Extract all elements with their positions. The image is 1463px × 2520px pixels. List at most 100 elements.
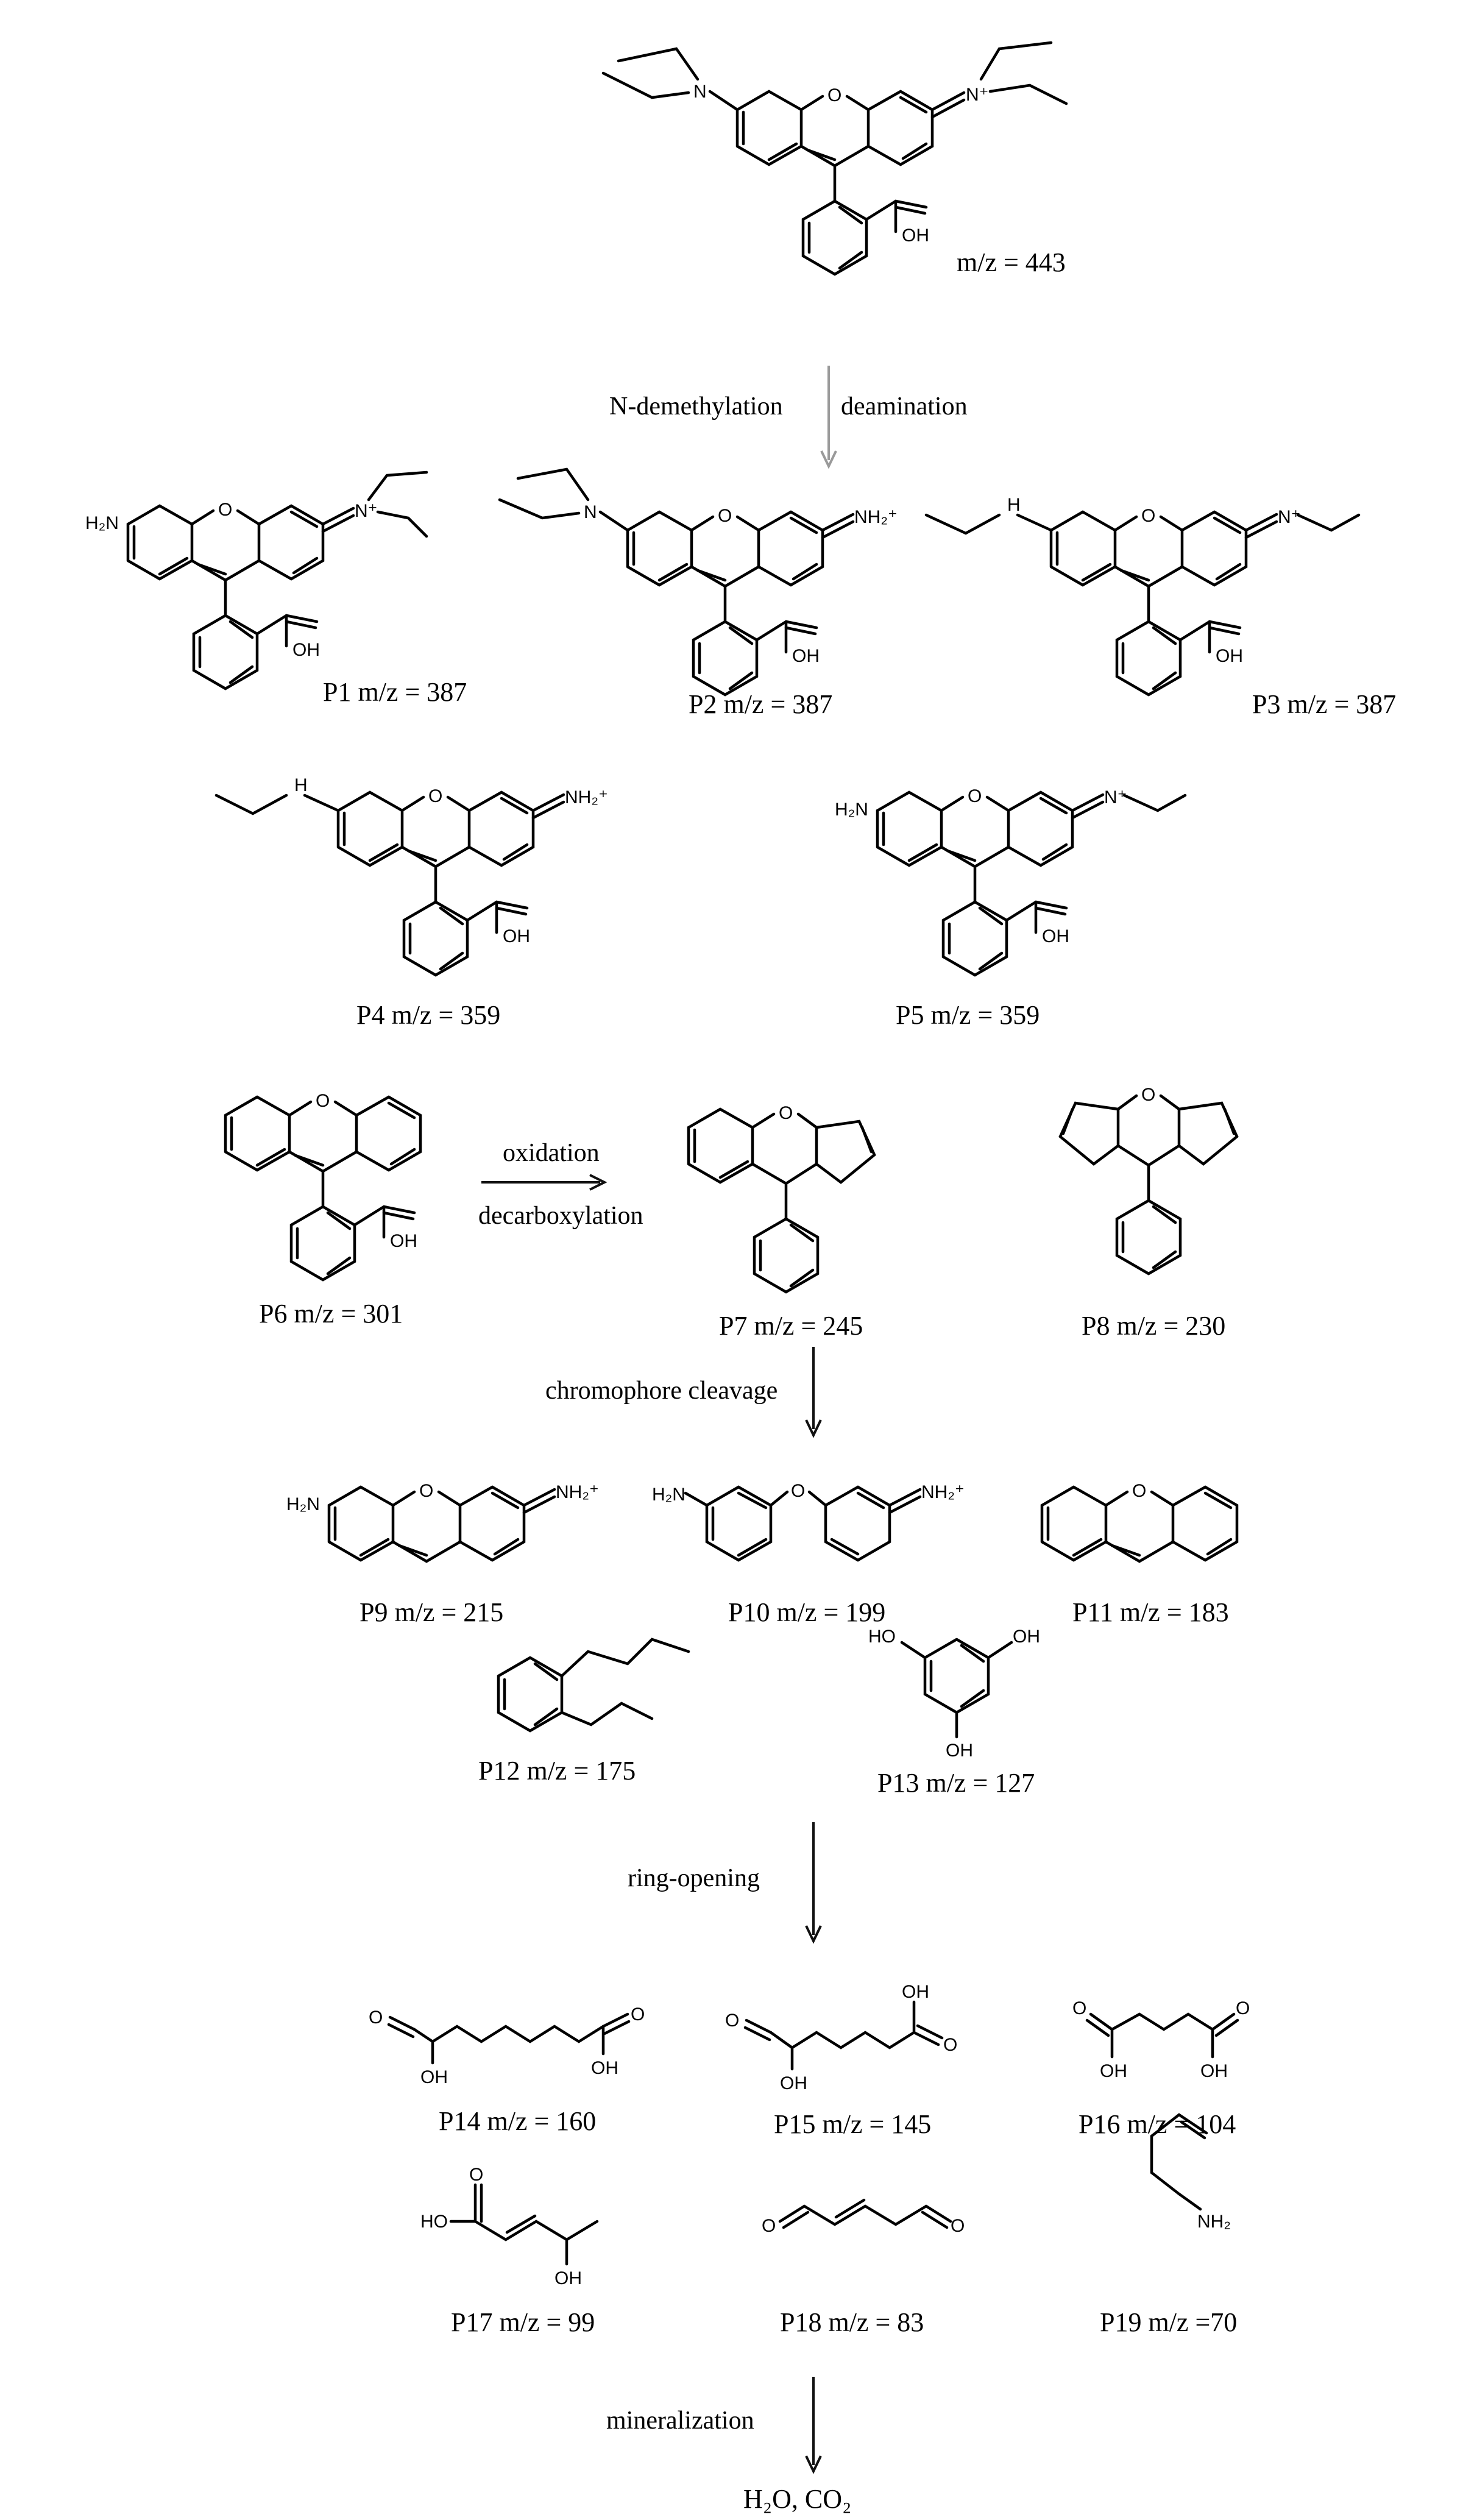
step-decarboxylation: decarboxylation xyxy=(478,1202,643,1230)
atom-n: N xyxy=(584,502,597,522)
atom-o-right: O xyxy=(943,2035,957,2055)
label-p12: P12 m/z = 175 xyxy=(478,1756,636,1786)
step-mineralization: mineralization xyxy=(606,2407,754,2435)
arrowhead-ring-opening xyxy=(805,1925,822,1944)
structure-p2: O OH N NH₂⁺ P2 m/z = 387 xyxy=(498,467,898,719)
atom-oh-bottom: OH xyxy=(946,1741,973,1761)
atom-nh2-plus: NH₂⁺ xyxy=(921,1482,965,1502)
structure-p11: O P11 m/z = 183 xyxy=(1042,1481,1237,1627)
atom-o: O xyxy=(791,1481,805,1501)
label-p7: P7 m/z = 245 xyxy=(719,1311,863,1341)
structure-p4: O OH H NH₂⁺ P4 m/z = 359 xyxy=(214,775,608,1030)
label-p9: P9 m/z = 215 xyxy=(360,1597,503,1627)
structure-p3: O OH H N⁺ P3 m/z = 387 xyxy=(924,495,1396,719)
atom-oh: OH xyxy=(902,225,929,246)
atom-oh-left: OH xyxy=(420,2067,448,2087)
atom-n-plus: N⁺ xyxy=(966,85,989,105)
structure-p6: O OH P6 m/z = 301 xyxy=(225,1091,420,1329)
label-p2: P2 m/z = 387 xyxy=(689,689,832,719)
label-p3: P3 m/z = 387 xyxy=(1252,689,1396,719)
arrowhead-oxidation xyxy=(589,1174,608,1191)
label-p14: P14 m/z = 160 xyxy=(439,2106,596,2136)
atom-o-left: O xyxy=(369,2007,383,2028)
atom-o-right: O xyxy=(951,2216,965,2236)
atom-oh: OH xyxy=(1216,646,1243,666)
label-p10: P10 m/z = 199 xyxy=(728,1597,885,1627)
atom-h2n: H₂N xyxy=(652,1485,685,1505)
structure-p16: O OH O OH P16 m/z = 104 xyxy=(1072,1998,1250,2139)
atom-o-left: O xyxy=(1072,1998,1086,2018)
atom-o: O xyxy=(316,1091,330,1111)
atom-oh-left: OH xyxy=(780,2073,807,2093)
structure-rhodamine-b: O OH N N⁺ m/z = 443 xyxy=(601,41,1068,277)
atom-nh2-plus: NH₂⁺ xyxy=(854,507,898,527)
structure-p10: O H₂N NH₂⁺ P10 m/z = 199 xyxy=(652,1481,965,1627)
structure-p17: HO O OH P17 m/z = 99 xyxy=(420,2165,599,2337)
label-rhb: m/z = 443 xyxy=(957,247,1066,277)
atom-nh2-plus: NH₂⁺ xyxy=(556,1482,599,1502)
atom-oh: OH xyxy=(792,646,820,666)
atom-nh2-plus: NH₂⁺ xyxy=(565,787,608,807)
label-p4: P4 m/z = 359 xyxy=(356,1000,500,1030)
structure-p13: HO OH OH P13 m/z = 127 xyxy=(868,1627,1040,1798)
atom-o-right: O xyxy=(631,2004,645,2025)
atom-o: O xyxy=(1141,506,1155,526)
label-p18: P18 m/z = 83 xyxy=(780,2307,924,2337)
label-p15: P15 m/z = 145 xyxy=(774,2109,931,2139)
atom-o: O xyxy=(218,500,232,520)
atom-nh2: NH₂ xyxy=(1197,2212,1231,2232)
structure-p12: P12 m/z = 175 xyxy=(478,1638,690,1786)
atom-nh: H xyxy=(294,775,308,795)
atom-h2n: H₂N xyxy=(85,513,119,533)
atom-o-right: O xyxy=(1236,1998,1250,2018)
atom-oh: OH xyxy=(390,1231,417,1251)
label-p13: P13 m/z = 127 xyxy=(877,1768,1035,1798)
step-oxidation: oxidation xyxy=(503,1139,600,1167)
atom-o: O xyxy=(968,786,982,806)
atom-oh: OH xyxy=(554,2268,582,2288)
atom-oh-right: OH xyxy=(1200,2061,1228,2081)
atom-o: O xyxy=(428,786,442,806)
label-p16: P16 m/z = 104 xyxy=(1079,2109,1236,2139)
step-n-demethylation: N-demethylation xyxy=(609,392,783,421)
atom-oh-right: OH xyxy=(591,2058,618,2078)
structure-p19: NH₂ P19 m/z =70 xyxy=(1100,2113,1237,2337)
atom-o: O xyxy=(469,2165,483,2185)
structure-p15: O OH OH O P15 m/z = 145 xyxy=(725,1982,957,2139)
structure-p18: O O P18 m/z = 83 xyxy=(762,2198,965,2337)
label-p5: P5 m/z = 359 xyxy=(896,1000,1040,1030)
atom-oh: OH xyxy=(1042,926,1069,946)
structure-p5: O OH H₂N N⁺ P5 m/z = 359 xyxy=(835,786,1187,1030)
atom-ho: HO xyxy=(868,1627,896,1647)
label-p17: P17 m/z = 99 xyxy=(451,2307,595,2337)
atom-n-plus: N⁺ xyxy=(355,501,378,521)
label-p19: P19 m/z =70 xyxy=(1100,2307,1237,2337)
atom-o: O xyxy=(718,506,732,526)
atom-ho: HO xyxy=(420,2212,448,2232)
step-deamination: deamination xyxy=(841,392,968,421)
structure-p1: O OH H₂N N⁺ P1 m/z = 387 xyxy=(85,470,467,707)
atom-n-left: N xyxy=(693,82,707,102)
atom-oh-right: OH xyxy=(1013,1627,1040,1647)
label-p6: P6 m/z = 301 xyxy=(259,1299,403,1329)
atom-o: O xyxy=(1132,1481,1146,1501)
atom-oh: OH xyxy=(292,640,320,660)
label-p1: P1 m/z = 387 xyxy=(323,677,467,707)
atom-o: O xyxy=(827,85,841,105)
step-ring-opening: ring-opening xyxy=(628,1864,760,1892)
atom-h2n: H₂N xyxy=(835,800,868,820)
arrowhead-mineralization xyxy=(805,2455,822,2474)
arrowhead-step-1 xyxy=(820,450,837,469)
label-p8: P8 m/z = 230 xyxy=(1082,1311,1225,1341)
atom-o-left: O xyxy=(725,2011,739,2031)
label-p11: P11 m/z = 183 xyxy=(1072,1597,1229,1627)
structure-p7: O P7 m/z = 245 xyxy=(687,1103,876,1341)
atom-nh: H xyxy=(1007,495,1021,515)
atom-nh-plus: N⁺ xyxy=(1278,507,1301,527)
atom-o: O xyxy=(779,1103,793,1123)
final-products: H₂O, CO₂ xyxy=(743,2484,851,2514)
atom-h2n: H₂N xyxy=(286,1494,320,1514)
atom-oh-right: OH xyxy=(902,1982,929,2002)
step-chromophore-cleavage: chromophore cleavage xyxy=(545,1377,778,1405)
